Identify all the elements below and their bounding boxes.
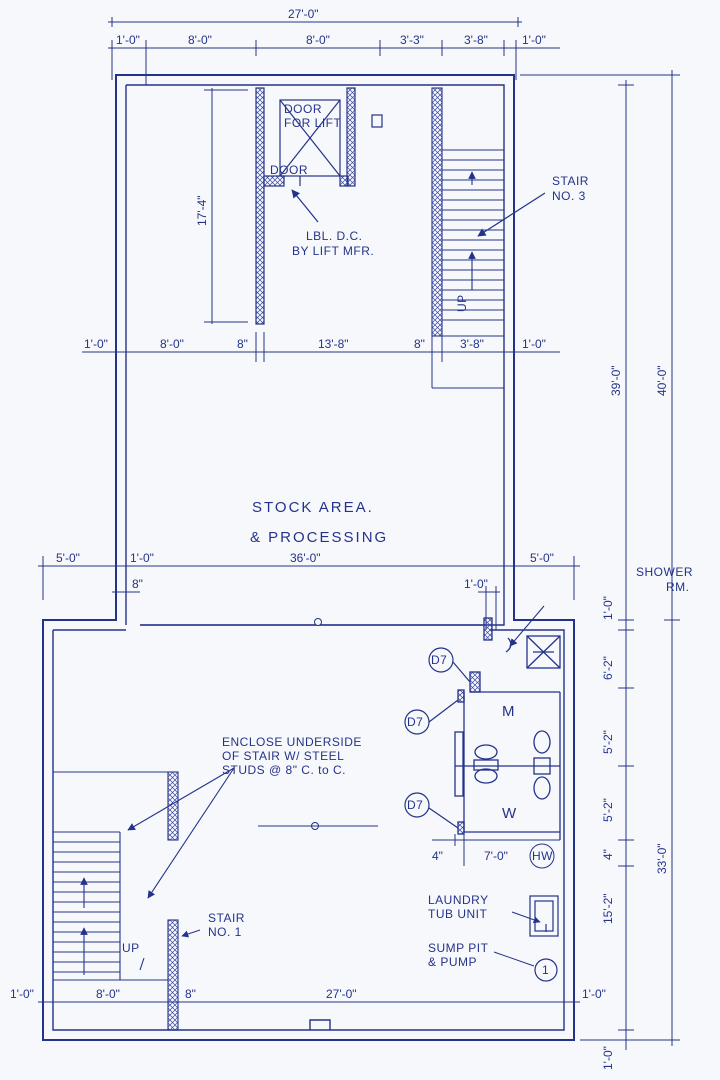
- dim-right-39: 39'-0": [609, 365, 623, 396]
- lower-dimension-lines: [38, 556, 580, 630]
- dim-top-6: 1'-0": [522, 33, 546, 47]
- lbl-dc-label-2: BY LIFT MFR.: [292, 244, 374, 258]
- dim-mid-1: 1'-0": [84, 337, 108, 351]
- dim-low-1a: 1'-0": [130, 551, 154, 565]
- sump-tag-number: 1: [542, 963, 549, 977]
- toilet-rooms: [454, 617, 561, 840]
- dim-top-3: 8'-0": [306, 33, 330, 47]
- sump-label: SUMP PIT: [428, 941, 489, 955]
- dim-toilet-4: 4": [432, 849, 443, 863]
- door-tag-d7-c: D7: [407, 798, 423, 812]
- top-dimension-lines: [108, 17, 560, 324]
- dim-toilet-7: 7'-0": [484, 849, 508, 863]
- stair-no-3: [431, 87, 504, 337]
- bottom-dimension-lines: [38, 992, 580, 1012]
- dim-bot-8-0: 8'-0": [96, 987, 120, 1001]
- ceiling-fixture-top: [314, 618, 322, 626]
- dim-mid-5: 8": [414, 337, 425, 351]
- stair-1-label: STAIR: [208, 911, 245, 925]
- dim-r-5-2b: 5'-2": [601, 798, 615, 822]
- men-label: M: [502, 703, 517, 720]
- hw-heater-label: HW: [532, 849, 553, 863]
- dim-bot-8: 8": [185, 987, 196, 1001]
- middle-dimension-lines: [82, 332, 560, 392]
- dim-low-36: 36'-0": [290, 551, 321, 565]
- dim-top-total: 27'-0": [288, 7, 319, 21]
- door-for-lift-label-2: FOR LIFT: [284, 116, 342, 130]
- dim-right-33: 33'-0": [655, 843, 669, 874]
- stair-1-label-2: NO. 1: [208, 925, 242, 939]
- shower-label-2: RM.: [666, 580, 690, 594]
- up-label-bottom: UP: [122, 941, 140, 955]
- dim-top-1: 1'-0": [116, 33, 140, 47]
- enclose-label-3: STUDS @ 8" C. to C.: [222, 763, 346, 777]
- dim-low-5b: 5'-0": [530, 551, 554, 565]
- stair-3-label-2: NO. 3: [552, 189, 586, 203]
- stock-area-label: STOCK AREA.: [252, 499, 374, 516]
- processing-label: & PROCESSING: [250, 529, 388, 546]
- dim-mid-3: 8": [237, 337, 248, 351]
- dim-r-1a: 1'-0": [601, 596, 615, 620]
- enclose-label-2: OF STAIR W/ STEEL: [222, 749, 344, 763]
- dim-r-5-2a: 5'-2": [601, 730, 615, 754]
- dim-mid-7: 1'-0": [522, 337, 546, 351]
- dim-low-8: 8": [132, 577, 143, 591]
- dim-bot-27: 27'-0": [326, 987, 357, 1001]
- dim-mid-2: 8'-0": [160, 337, 184, 351]
- laundry-label-2: TUB UNIT: [428, 907, 488, 921]
- dim-r-6-2: 6'-2": [601, 656, 615, 680]
- dim-r-15-2: 15'-2": [601, 893, 615, 924]
- door-for-lift-label: DOOR: [284, 102, 322, 116]
- dim-top-2: 8'-0": [188, 33, 212, 47]
- dim-vert-17-4: 17'-4": [195, 195, 209, 226]
- door-tag-d7-a: D7: [431, 653, 447, 667]
- dim-right-40: 40'-0": [655, 365, 669, 396]
- up-label-top: UP: [455, 294, 469, 312]
- sump-pit-tag: [534, 958, 558, 982]
- lbl-dc-label: LBL. D.C.: [306, 229, 363, 243]
- dim-r-1c: 1'-0": [601, 1046, 615, 1070]
- dim-bot-1b: 1'-0": [582, 987, 606, 1001]
- laundry-tub: [529, 895, 559, 937]
- sump-label-2: & PUMP: [428, 955, 477, 969]
- dim-mid-6: 3'-8": [460, 337, 484, 351]
- shower-label: SHOWER: [636, 565, 693, 579]
- dim-bot-1a: 1'-0": [10, 987, 34, 1001]
- enclose-label: ENCLOSE UNDERSIDE: [222, 735, 362, 749]
- door-tags: [404, 647, 471, 829]
- laundry-label: LAUNDRY: [428, 893, 489, 907]
- dim-top-5: 3'-8": [464, 33, 488, 47]
- women-label: W: [502, 805, 518, 822]
- dim-top-4: 3'-3": [400, 33, 424, 47]
- dim-r-4: 4": [601, 849, 615, 860]
- door-label: DOOR: [270, 163, 308, 177]
- dim-mid-4: 13'-8": [318, 337, 349, 351]
- door-tag-d7-b: D7: [407, 715, 423, 729]
- lift-shaft: [255, 87, 383, 325]
- stair-3-label: STAIR: [552, 174, 589, 188]
- dim-low-5a: 5'-0": [56, 551, 80, 565]
- right-dimension-lines: [520, 70, 680, 1050]
- stair-no-1: [53, 771, 179, 1031]
- dim-low-1b: 1'-0": [464, 577, 488, 591]
- toilet-dimension-lines: [432, 834, 560, 869]
